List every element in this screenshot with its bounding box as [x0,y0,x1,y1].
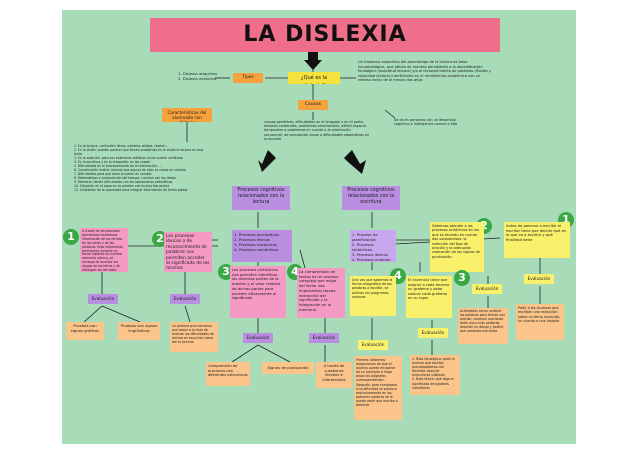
eval-writing-2: Evaluación [472,284,502,294]
reading-semantic-text: La comprensión de textos es un proceso c… [297,268,345,318]
intelligence-text: Se da en personas con un desarrollo cogn… [394,118,458,127]
page-title: LA DISLEXIA [150,18,500,52]
writing-processes-box: Procesos cognitivos relacionados con la … [342,186,400,210]
causes-box: Causas [298,100,328,110]
eval-motor-patterns: Primero: debemos asegurarnos de que el a… [354,356,402,420]
eval-listen-reading: La primera que hacemos que pasar a la ho… [170,322,218,352]
reading-perceptual-text: A través de los procesos perceptivos ext… [80,228,128,272]
eval-reading-1: Evaluación [88,294,118,304]
reading-processes-list: 1. Procesos perceptivos 2. Procesos léxi… [232,230,292,262]
reading-lexical-text: Los procesos léxicos o de reconocimiento… [164,232,212,272]
question-box: ¿Qué es la dislexia? [288,72,340,84]
writing-processes-list: 1. Proceso de planificación 2. Procesos … [350,230,396,262]
writing-planning-text: Antes de ponerse a escribir el escritor … [504,222,570,258]
eval-reading-2: Evaluación [170,294,200,304]
reading-processes-box: Procesos cognitivos relacionados con la … [232,186,290,210]
causes-text: causas genéticas, dificultades en el len… [264,120,370,141]
writing-syntactic-text: Debemos atender a los procesos sintáctic… [430,222,484,272]
eval-literal-inferential: A través de cuestiones literales e infer… [316,362,352,388]
eval-reading-4: Evaluación [309,333,339,343]
badge-writing-3: 3 [454,270,470,286]
reading-syntactic-text: Los procesos sintácticos nos permiten id… [230,266,286,318]
eval-writing-3: Evaluación [418,328,448,338]
eval-punctuation: Signos de puntuación [262,362,314,374]
badge-reading-1: 1 [63,229,79,245]
writing-lexical-text: El alumno/a tiene que asignar a cada fon… [406,276,452,318]
eval-graphic-signs: Pruebas con signos gráficos [66,322,104,340]
types-list: 1. Dislexia adquirida 2. Dislexia evolut… [178,71,217,81]
writing-motor-text: Una vez que sabemos la forma ortográfica… [350,276,396,316]
types-box: Tipos [233,73,263,83]
characteristics-list: 1. En la lectura: confunden letras, camb… [74,144,204,192]
definition-text: Un trastorno específico del aprendizaje … [358,60,492,83]
eval-sentence-comprehension: Comprensión de oraciones con diferentes … [206,362,250,386]
eval-phonological-lexical: 1. Ruta fonológica: pedir al alumno que … [410,355,460,395]
eval-writing-4: Evaluación [358,340,388,350]
eval-reading-3: Evaluación [243,333,273,343]
eval-composition: Pedir a los alumnos que escriban una red… [516,304,564,340]
eval-linguistic-signs: Pruebas con signos lingüísticos [118,322,160,340]
characteristics-box: Características del alumnado con dislexi… [162,108,212,122]
eval-sentence-activities: Actividades como: ordenar las palabras p… [458,308,508,344]
eval-writing-1: Evaluación [524,274,554,284]
